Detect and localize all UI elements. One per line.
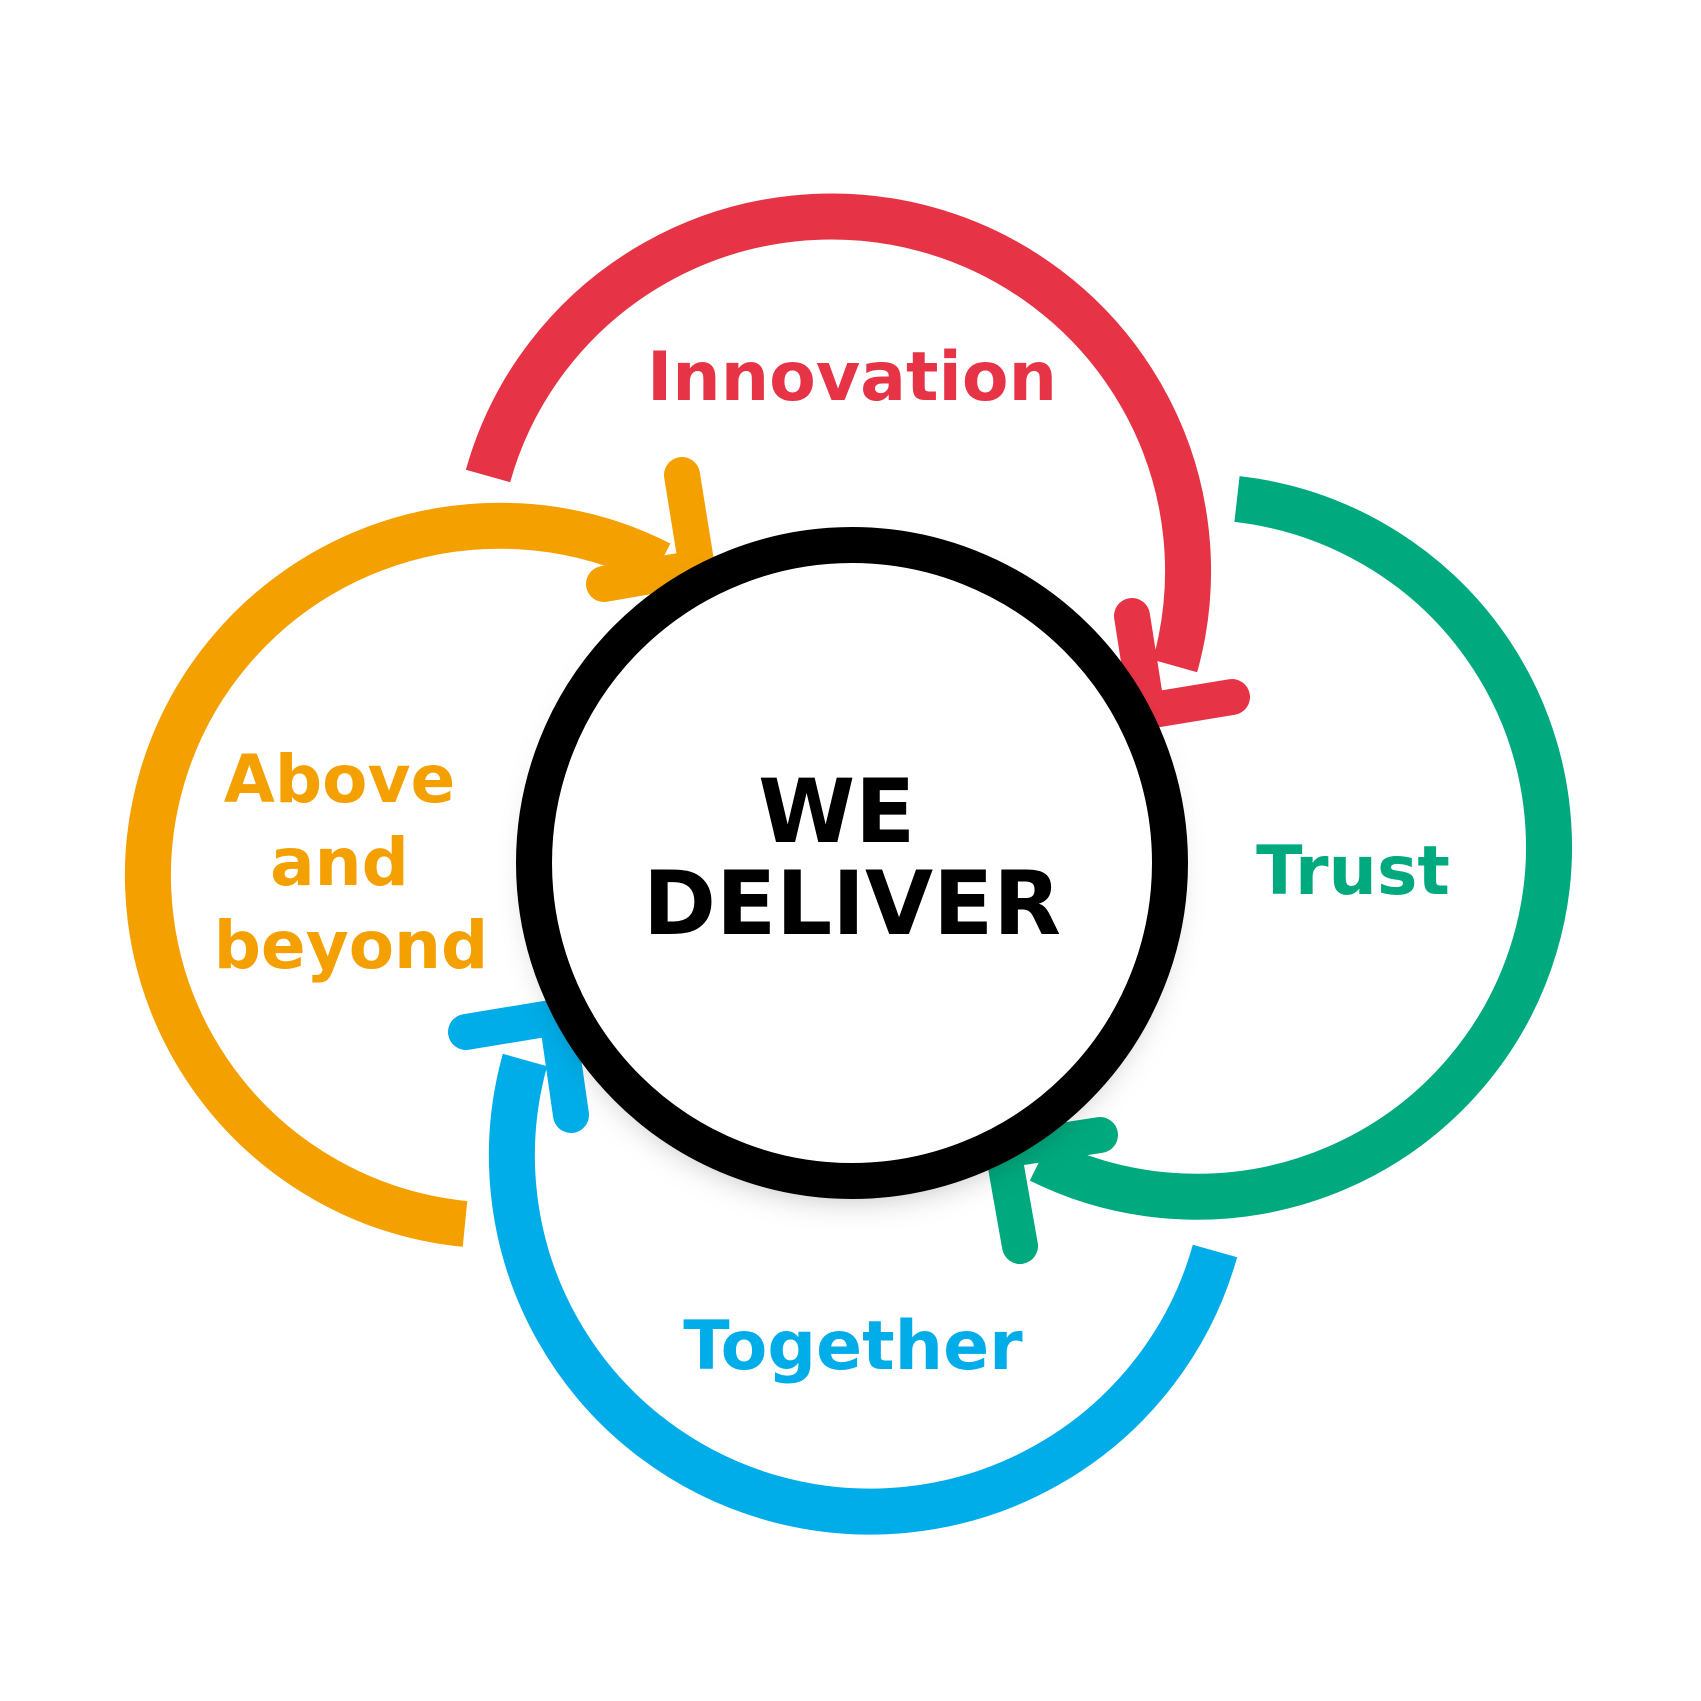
- center-title-line-1: WE: [758, 760, 915, 863]
- trust-label: Trust: [1256, 832, 1450, 911]
- together-arc: [488, 1053, 1238, 1535]
- together-label-line: Together: [683, 1307, 1023, 1386]
- above-and-beyond-arc: [125, 502, 671, 1247]
- trust-arc: [1029, 476, 1572, 1220]
- trust-label-line: Trust: [1256, 832, 1450, 911]
- innovation-label: Innovation: [647, 338, 1057, 417]
- center-title-line-2: DELIVER: [643, 852, 1061, 955]
- center-circle-ring: [516, 527, 1188, 1199]
- center-circle: [532, 543, 1172, 1183]
- above-and-beyond-label-line-2: and: [270, 824, 409, 901]
- center-title: WE DELIVER: [643, 760, 1061, 955]
- innovation-arc: [465, 193, 1212, 673]
- above-and-beyond-label: Above and beyond: [214, 741, 489, 984]
- above-and-beyond-label-line-1: Above: [224, 741, 455, 818]
- center-circle-group: [516, 527, 1188, 1199]
- innovation-label-line: Innovation: [647, 338, 1057, 417]
- together-label: Together: [683, 1307, 1023, 1386]
- above-and-beyond-label-line-3: beyond: [214, 907, 489, 984]
